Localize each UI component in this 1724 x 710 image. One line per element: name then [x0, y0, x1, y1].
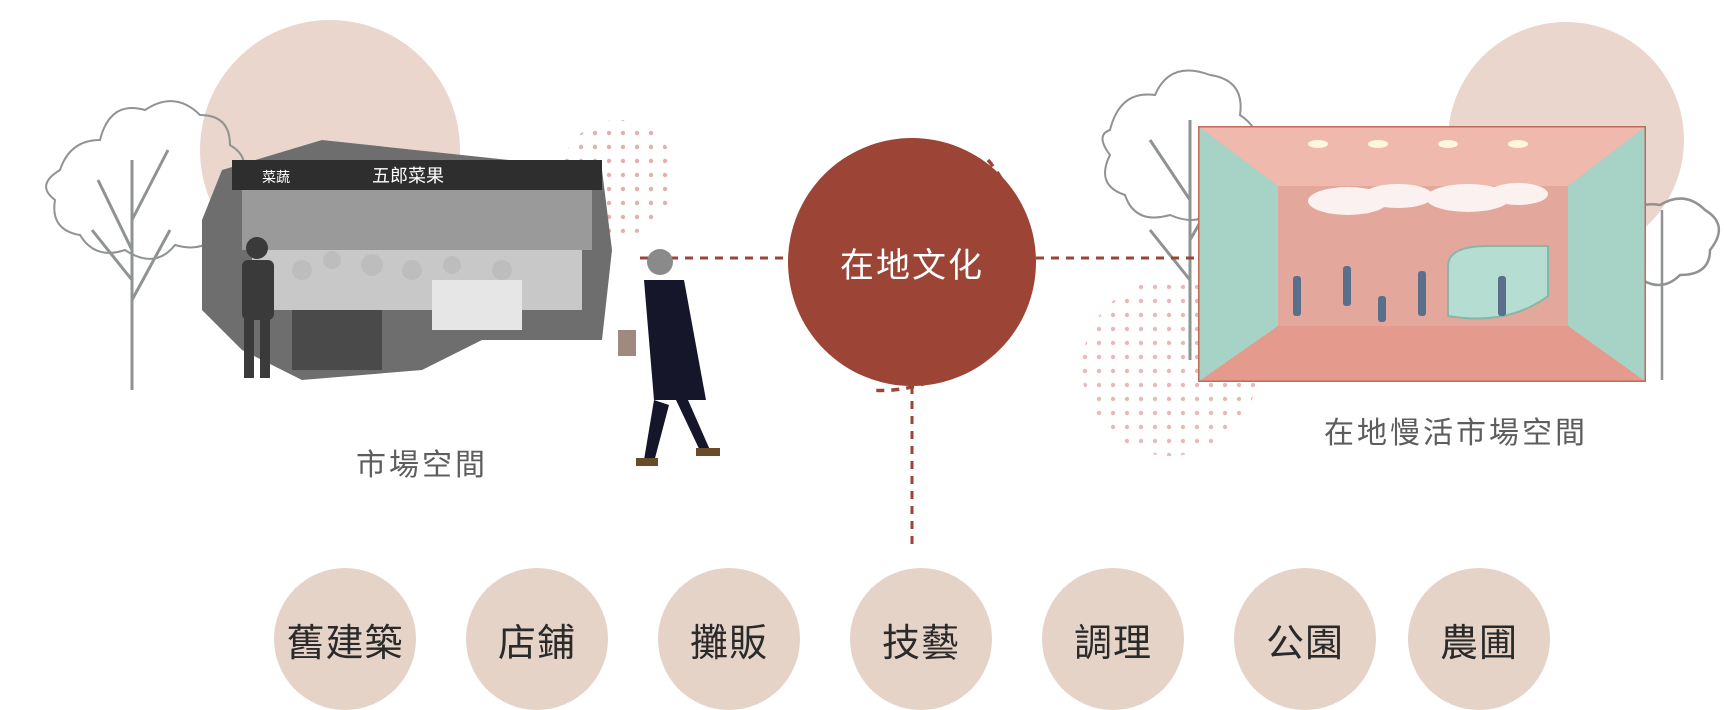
- category-park: 公園: [1234, 568, 1376, 710]
- category-shops: 店鋪: [466, 568, 608, 710]
- category-label: 舊建築: [286, 620, 404, 665]
- center-node-local-culture: 在地文化: [788, 138, 1036, 386]
- slow-market-illustration: [1198, 126, 1646, 382]
- market-sign-2: 菜蔬: [262, 170, 290, 186]
- category-label: 店鋪: [497, 620, 576, 665]
- category-label: 調理: [1073, 620, 1152, 665]
- center-node-label: 在地文化: [840, 245, 984, 286]
- category-stalls: 攤販: [658, 568, 800, 710]
- category-row: 舊建築 店鋪 攤販 技藝 調理 公園 農圃: [274, 568, 1554, 710]
- market-stall-photo: 五郎菜果 菜蔬: [202, 140, 612, 380]
- pedestrian-figure-right: [618, 249, 720, 466]
- left-caption: 市場空間: [356, 448, 488, 483]
- market-sign-1: 五郎菜果: [372, 166, 444, 187]
- category-label: 公園: [1265, 620, 1344, 665]
- category-label: 技藝: [881, 620, 960, 665]
- category-old-architecture: 舊建築: [274, 568, 416, 710]
- category-label: 農圃: [1439, 620, 1518, 665]
- category-farm-garden: 農圃: [1408, 568, 1550, 710]
- category-crafts: 技藝: [850, 568, 992, 710]
- category-cooking: 調理: [1042, 568, 1184, 710]
- category-label: 攤販: [689, 620, 768, 665]
- right-caption: 在地慢活市場空間: [1324, 416, 1588, 451]
- pedestrian-figure-left: [242, 237, 274, 378]
